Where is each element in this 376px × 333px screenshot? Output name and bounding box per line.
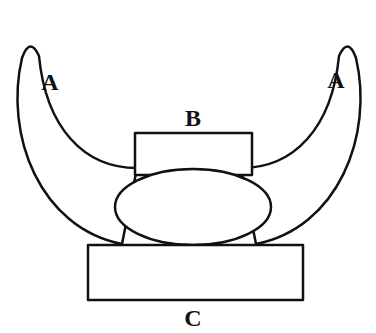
central-body (115, 169, 271, 245)
part-letter: A (41, 70, 58, 94)
part-letter: C (184, 306, 201, 330)
part-letter: A (327, 68, 344, 92)
base-block (88, 245, 303, 300)
part-letter: B (185, 106, 201, 130)
